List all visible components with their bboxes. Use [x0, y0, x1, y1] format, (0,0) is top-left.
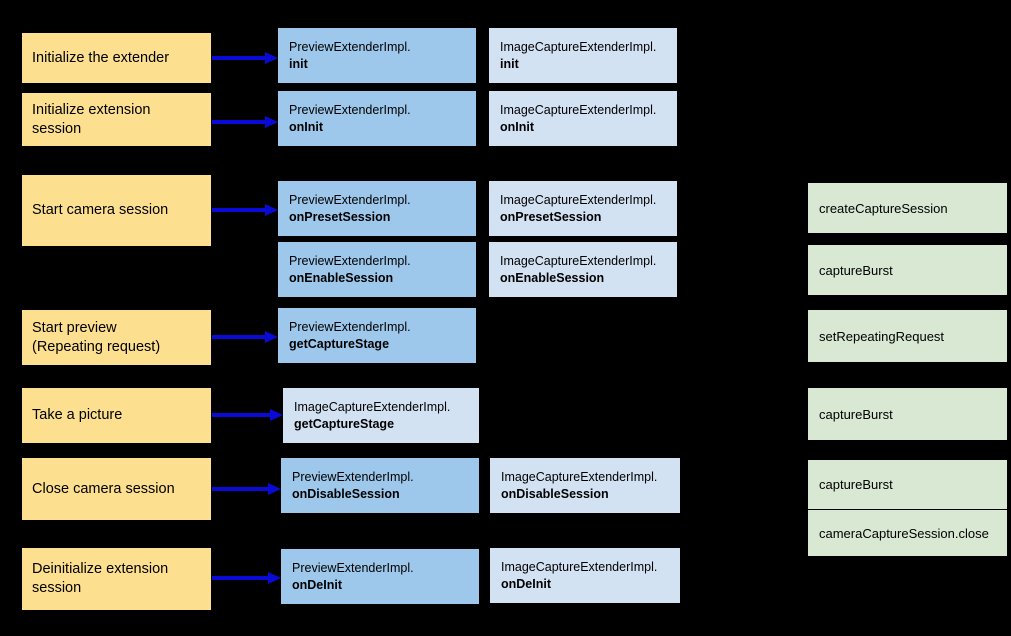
image-capture-extender-box-ondeinit: ImageCaptureExtenderImpl. onDeInit [490, 548, 680, 603]
preview-extender-box-ondeinit: PreviewExtenderImpl. onDeInit [281, 549, 479, 604]
preview-extender-box-onpresetsession: PreviewExtenderImpl. onPresetSession [278, 181, 476, 236]
method-name-label: onEnableSession [289, 270, 394, 285]
arrow-shaft [212, 487, 268, 491]
image-capture-extender-box-ondisablesession: ImageCaptureExtenderImpl. onDisableSessi… [490, 458, 680, 513]
stage-box-deinitialize-extension-session: Deinitialize extension session [22, 548, 211, 610]
stage-box-initialize-extension-session: Initialize extension session [22, 93, 211, 146]
method-name-label: onDeInit [292, 577, 342, 592]
stage-box-take-a-picture: Take a picture [22, 388, 211, 443]
stage-label-line1: Start preview [32, 319, 117, 336]
stage-label: Close camera session [32, 480, 175, 497]
method-name-label: init [289, 56, 308, 71]
method-name-label: getCaptureStage [294, 416, 395, 431]
camera2-call-label: setRepeatingRequest [819, 328, 945, 344]
arrow-head [265, 116, 278, 128]
camera2-box-captureburst-enable: captureBurst [808, 245, 1007, 295]
stage-label: Start camera session [32, 202, 169, 218]
stage-label-line2: session [32, 120, 82, 137]
method-name-label: onDisableSession [292, 486, 400, 501]
method-name-label: onPresetSession [500, 209, 602, 224]
class-name-label: ImageCaptureExtenderImpl. [500, 253, 657, 268]
class-name-label: ImageCaptureExtenderImpl. [500, 39, 657, 54]
class-name-label: PreviewExtenderImpl. [289, 319, 411, 334]
arrow-shaft [212, 413, 270, 417]
camera2-box-cameracapturesession-close: cameraCaptureSession.close [808, 510, 1007, 556]
stage-box-initialize-extender: Initialize the extender [22, 33, 211, 83]
camera2-call-label: createCaptureSession [819, 200, 948, 216]
arrow-head [265, 331, 278, 343]
method-name-label: getCaptureStage [289, 336, 390, 351]
stage-label-line2: session [32, 580, 82, 596]
arrow-shaft [212, 56, 265, 60]
class-name-label: PreviewExtenderImpl. [289, 39, 411, 54]
image-capture-extender-box-onpresetsession: ImageCaptureExtenderImpl. onPresetSessio… [489, 181, 677, 236]
stage-box-start-preview: Start preview (Repeating request) [22, 310, 211, 365]
arrow-shaft [212, 208, 265, 212]
stage-label: Take a picture [32, 407, 123, 423]
image-capture-extender-box-getcapturestage: ImageCaptureExtenderImpl. getCaptureStag… [283, 388, 479, 443]
class-name-label: PreviewExtenderImpl. [292, 469, 414, 484]
class-name-label: PreviewExtenderImpl. [289, 102, 411, 117]
arrow-shaft [212, 120, 265, 124]
class-name-label: ImageCaptureExtenderImpl. [501, 469, 658, 484]
camera2-box-setrepeatingrequest: setRepeatingRequest [808, 310, 1007, 362]
class-name-label: ImageCaptureExtenderImpl. [500, 192, 657, 207]
stage-label: Initialize the extender [32, 49, 170, 66]
method-name-label: onInit [289, 119, 324, 134]
method-name-label: onDeInit [501, 576, 551, 591]
arrow-head [268, 483, 281, 495]
stage-box-start-camera-session: Start camera session [22, 175, 211, 246]
arrow-head [265, 204, 278, 216]
camera2-box-createcapturesession: createCaptureSession [808, 183, 1007, 233]
camera2-box-captureburst-close: captureBurst [808, 460, 1007, 509]
arrow-shaft [212, 576, 268, 580]
class-name-label: ImageCaptureExtenderImpl. [501, 559, 658, 574]
image-capture-extender-box-oninit: ImageCaptureExtenderImpl. onInit [489, 91, 677, 146]
camera2-call-label: captureBurst [819, 477, 893, 492]
camera2-box-captureburst-takepicture: captureBurst [808, 388, 1007, 440]
stage-label-line2: (Repeating request) [32, 338, 161, 355]
preview-extender-box-init: PreviewExtenderImpl. init [278, 28, 476, 83]
camera2-call-label: cameraCaptureSession.close [819, 525, 989, 541]
stage-label-line1: Initialize extension [32, 101, 151, 118]
arrow-head [268, 572, 281, 584]
class-name-label: ImageCaptureExtenderImpl. [294, 399, 451, 414]
class-name-label: PreviewExtenderImpl. [289, 253, 411, 268]
camera2-call-label: captureBurst [819, 406, 893, 422]
stage-label-line1: Deinitialize extension [32, 561, 169, 577]
method-name-label: onInit [500, 119, 535, 134]
class-name-label: ImageCaptureExtenderImpl. [500, 102, 657, 117]
class-name-label: PreviewExtenderImpl. [292, 560, 414, 575]
method-name-label: onPresetSession [289, 209, 391, 224]
preview-extender-box-oninit: PreviewExtenderImpl. onInit [278, 91, 476, 146]
preview-extender-box-onenablesession: PreviewExtenderImpl. onEnableSession [278, 242, 476, 297]
arrow-head [265, 52, 278, 64]
method-name-label: onEnableSession [500, 270, 605, 285]
method-name-label: init [500, 56, 519, 71]
stage-box-close-camera-session: Close camera session [22, 458, 211, 520]
arrow-head [270, 409, 283, 421]
preview-extender-box-getcapturestage: PreviewExtenderImpl. getCaptureStage [278, 308, 476, 363]
method-name-label: onDisableSession [501, 486, 609, 501]
class-name-label: PreviewExtenderImpl. [289, 192, 411, 207]
preview-extender-box-ondisablesession: PreviewExtenderImpl. onDisableSession [281, 458, 479, 513]
arrow-shaft [212, 335, 265, 339]
image-capture-extender-box-init: ImageCaptureExtenderImpl. init [489, 28, 677, 83]
image-capture-extender-box-onenablesession: ImageCaptureExtenderImpl. onEnableSessio… [489, 242, 677, 297]
camera2-call-label: captureBurst [819, 262, 893, 278]
